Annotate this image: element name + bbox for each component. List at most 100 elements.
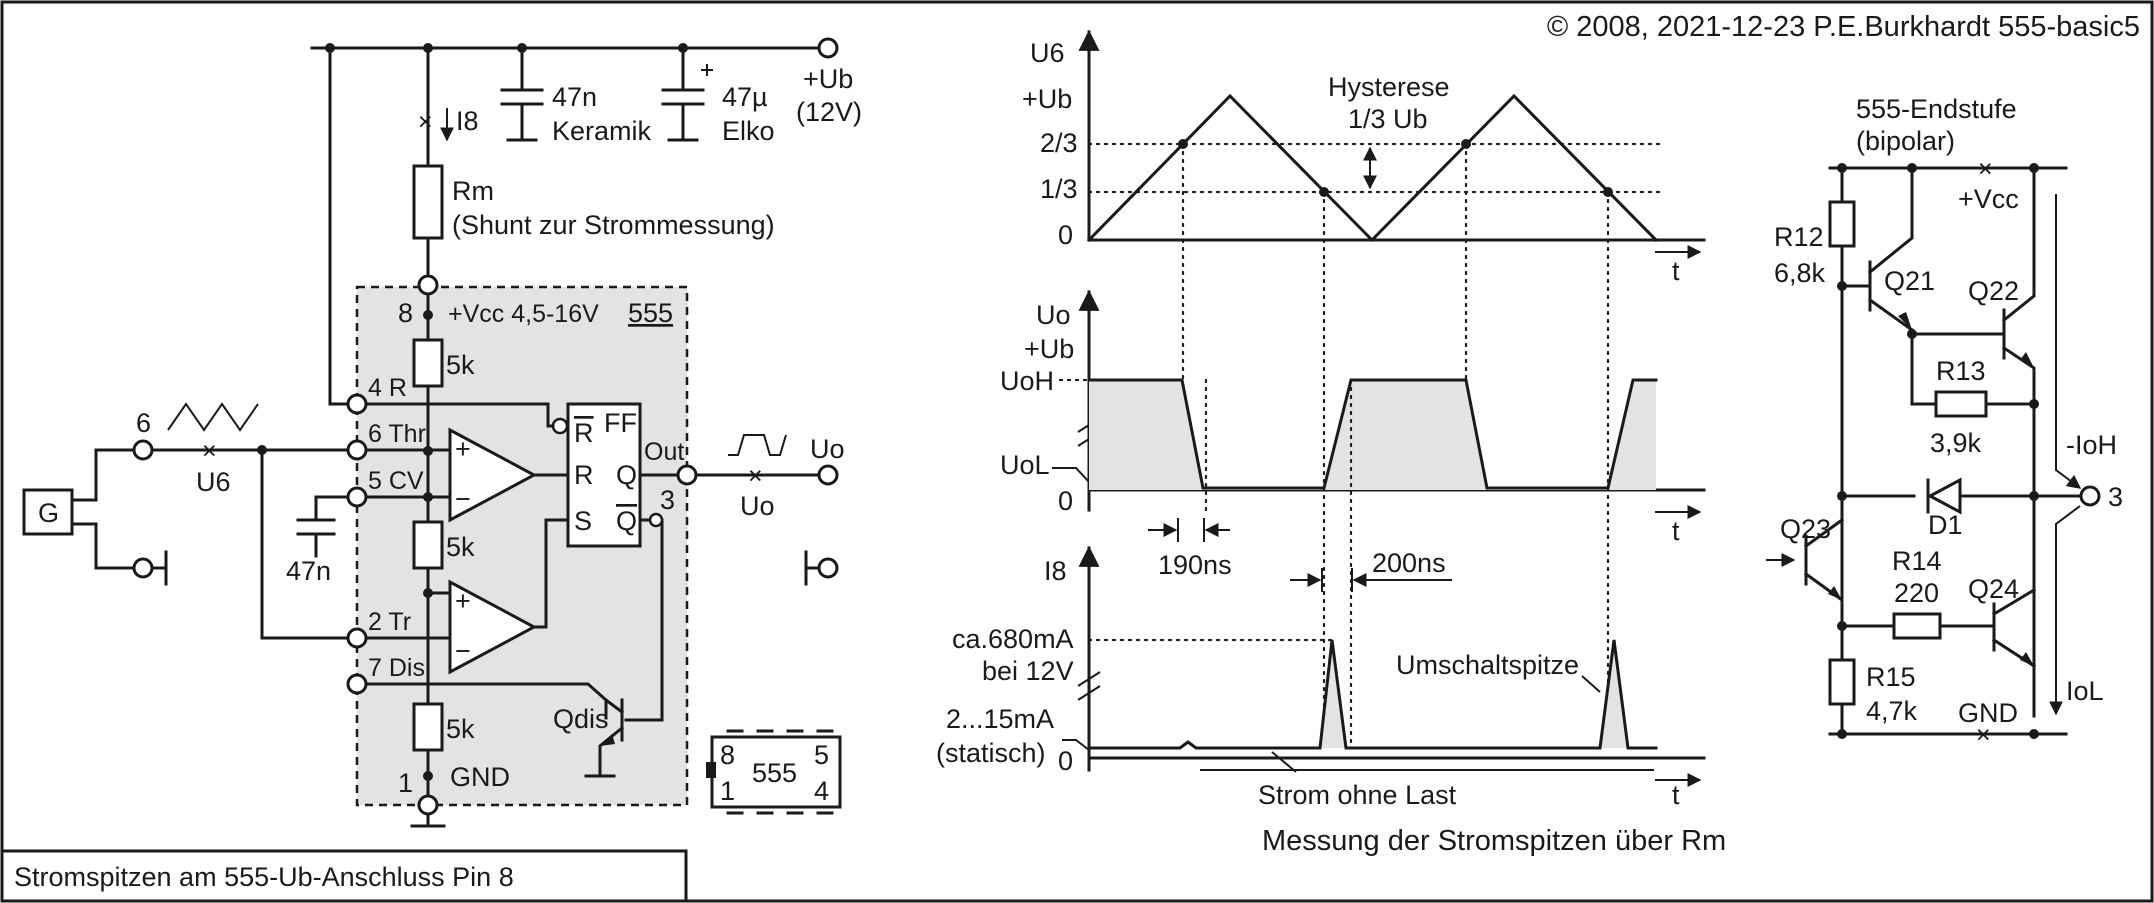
uo-waveform-fill (1089, 380, 1656, 490)
svg-text:×: × (1976, 721, 1991, 749)
output-stage-r12-label: R12 (1774, 222, 1824, 252)
circuit-c-cv-label: 47n (286, 556, 331, 586)
timing-uo-axis-label: Uo (1036, 300, 1071, 330)
timing-i8-peak-label: ca.680mA (952, 624, 1074, 654)
output-stage-vcc-label: +Vcc (1958, 184, 2019, 214)
circuit-pin6-label: 6 Thr (368, 420, 426, 448)
circuit-dip-pin8-label: 8 (720, 740, 735, 770)
timing-i8-axis-label: I8 (1044, 556, 1067, 586)
output-stage-q23-label: Q23 (1780, 514, 1831, 544)
timing-uo-uoh-label: UoH (1000, 366, 1054, 396)
circuit-pin4-label: 4 R (368, 374, 407, 402)
circuit-ff-q-bar-label: Q (616, 506, 637, 536)
output-stage-pin3-label: 3 (2108, 482, 2123, 512)
circuit-uo-label: Uo (740, 491, 775, 521)
output-stage-r13-value-label: 3,9k (1930, 428, 1982, 458)
circuit-vcc-range-label: +Vcc 4,5-16V (448, 300, 599, 328)
timing-u6-axis-label: U6 (1030, 38, 1065, 68)
output-stage-q21-label: Q21 (1884, 266, 1935, 296)
circuit-dip-name-label: 555 (752, 758, 797, 788)
circuit-supply-label-label: +Ub (803, 64, 853, 94)
output-stage-gnd-label: GND (1958, 698, 2018, 728)
circuit-ff-r-label: R (574, 460, 594, 490)
comparator-threshold (448, 427, 538, 523)
copyright-notice: © 2008, 2021-12-23 P.E.Burkhardt 555-bas… (1547, 11, 2140, 43)
circuit-out-label-label: Out (644, 438, 684, 466)
c2-value: 47µ (722, 82, 768, 112)
circuit-ff-label: FF (604, 408, 637, 438)
circuit-r-div-label: 5k (446, 350, 475, 380)
u6-label: U6 (196, 467, 231, 497)
circuit-r-div-label: 5k (446, 714, 475, 744)
circuit-pin1-label: 1 (398, 768, 413, 798)
circuit-node6-label: 6 (136, 408, 151, 438)
circuit-generator-label: G (38, 498, 59, 528)
timing-i8-t-label: t (1672, 780, 1680, 810)
timing-u6-zero-label: 0 (1058, 220, 1073, 250)
svg-text:−: − (455, 484, 471, 514)
timing-i8-static-label: 2...15mA (946, 704, 1054, 734)
i8-spike-fill-1 (1320, 640, 1346, 748)
timing-i8-spike-label-label: Umschaltspitze (1396, 650, 1579, 680)
circuit-pin3-label: 3 (660, 485, 675, 515)
output-stage-q24-label: Q24 (1968, 574, 2019, 604)
ic-name: 555 (628, 298, 673, 328)
circuit-r-div-label: 5k (446, 532, 475, 562)
circuit-dip-pin5-label: 5 (814, 740, 829, 770)
timing-uo-ub-label: +Ub (1024, 334, 1074, 364)
timing-uo-t-label: t (1672, 516, 1680, 546)
output-stage-r15-label: R15 (1866, 662, 1916, 692)
output-stage-r15-value-label: 4,7k (1866, 696, 1918, 726)
circuit-pin5-label: 5 CV (368, 467, 424, 495)
resistor-rm (412, 164, 444, 240)
output-stage-r14-label: R14 (1892, 546, 1942, 576)
svg-text:+: + (455, 434, 471, 464)
caption-right: Messung der Stromspitzen über Rm (1262, 825, 1726, 857)
timing-uo-rise-time-label: 200ns (1372, 548, 1446, 578)
circuit-ff-s-label: S (574, 506, 592, 536)
output-stage-subtitle-label: (bipolar) (1856, 126, 1955, 156)
signal-generator (22, 488, 74, 536)
circuit-pin2-label: 2 Tr (368, 608, 411, 636)
timing-u6-one-third-label: 1/3 (1040, 174, 1078, 204)
circuit-gnd-label: GND (450, 762, 510, 792)
circuit-pin8-label: 8 (398, 298, 413, 328)
circuit-ff-r-bar-label: R (574, 418, 594, 448)
circuit-pin7-label: 7 Dis (368, 654, 425, 682)
timing-u6-hysteresis-value-label: 1/3 Ub (1348, 104, 1428, 134)
supply-terminal (817, 37, 839, 59)
timing-u6-hysteresis-title-label: Hysterese (1328, 72, 1450, 102)
circuit-dip-pin1-label: 1 (720, 776, 735, 806)
circuit-ff-q-label: Q (616, 460, 637, 490)
timing-uo-zero-label: 0 (1058, 486, 1073, 516)
output-stage-title-label: 555-Endstufe (1856, 94, 2017, 124)
dip8-package (710, 735, 842, 809)
circuit-rm-desc-label: (Shunt zur Strommessung) (452, 210, 775, 240)
svg-text:×: × (748, 462, 763, 490)
svg-text:×: × (202, 437, 217, 465)
timing-i8-noload-label-label: Strom ohne Last (1258, 780, 1457, 810)
timing-u6-ub-label: +Ub (1022, 84, 1072, 114)
timing-uo-uol-label: UoL (1000, 450, 1050, 480)
timing-diagrams: t U6 +Ub 2/3 1/3 0 Hysterese 1/3 Ub t Uo… (936, 29, 1706, 810)
output-stage: 555-Endstufe (bipolar) × +Vcc R12 6,8k Q… (1766, 94, 2123, 749)
output-stage-r12-value-label: 6,8k (1774, 258, 1826, 288)
timing-i8-zero-label: 0 (1058, 746, 1073, 776)
circuit-rm-name-label: Rm (452, 176, 494, 206)
timing-i8-peak-cond-label: bei 12V (982, 656, 1074, 686)
timing-i8-static-note-label: (statisch) (936, 738, 1046, 768)
output-stage-q22-label: Q22 (1968, 276, 2019, 306)
c1-value: 47n (552, 82, 597, 112)
pin3-terminal (676, 464, 698, 486)
timing-u6-t-label: t (1672, 256, 1680, 286)
caption-left: Stromspitzen am 555-Ub-Anschluss Pin 8 (14, 862, 514, 892)
c1-type: Keramik (552, 116, 652, 146)
circuit-uo-label: Uo (810, 434, 845, 464)
svg-text:×: × (418, 108, 433, 136)
timing-uo-fall-time-label: 190ns (1158, 550, 1232, 580)
circuit-supply-value-label: (12V) (796, 97, 862, 127)
pin8-terminal (417, 274, 439, 296)
output-stage-iol-label: IoL (2066, 676, 2104, 706)
